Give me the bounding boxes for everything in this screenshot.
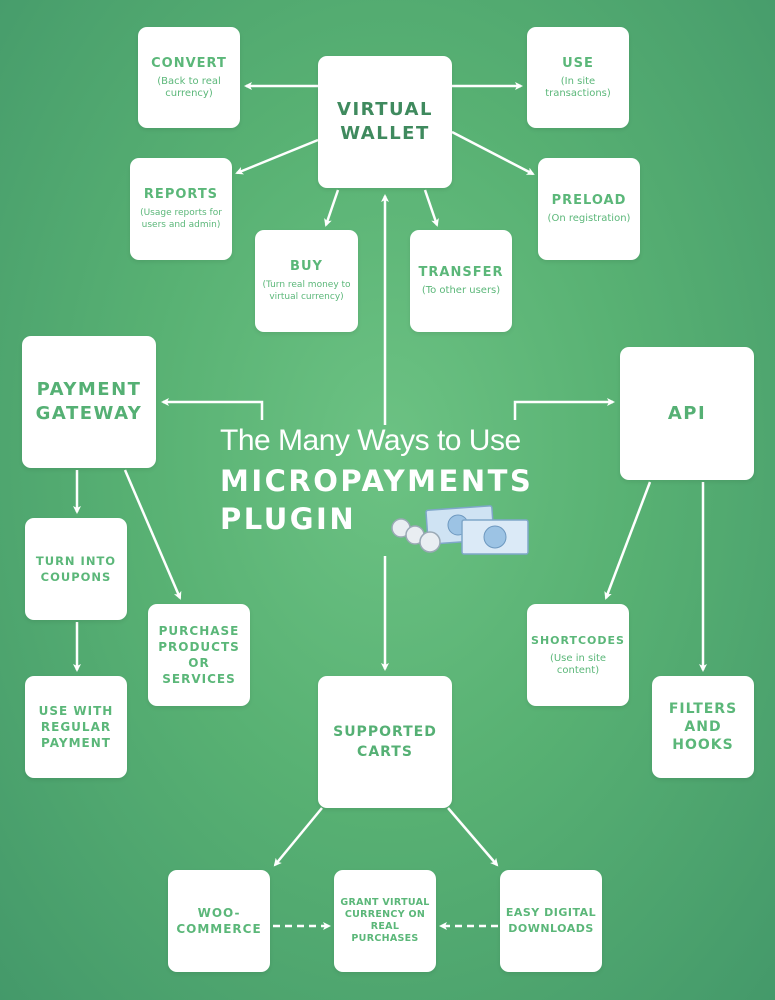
infographic-title: The Many Ways to Use MICROPAYMENTS PLUGI…: [220, 424, 533, 536]
node-title: PRELOAD: [551, 193, 627, 208]
arrow-to-purchase: [123, 469, 182, 600]
node-title: REPORTS: [143, 187, 219, 202]
node-title: PAYMENT GATEWAY: [35, 379, 143, 424]
money-illustration: [391, 505, 529, 555]
arrow-to-preload: [451, 130, 535, 176]
node-supported-carts: SUPPORTED CARTS: [318, 676, 452, 808]
node-subtitle: (Back to real currency): [157, 75, 221, 99]
node-title: USE: [562, 55, 594, 71]
node-use: USE (In site transactions): [527, 27, 629, 128]
node-buy: BUY (Turn real money to virtual currency): [255, 230, 358, 332]
node-preload: PRELOAD (On registration): [538, 158, 640, 260]
node-title: GRANT VIRTUAL CURRENCY ON REAL PURCHASES: [340, 897, 430, 944]
arrow-to-reports: [235, 138, 319, 175]
node-filters-hooks: FILTERS AND HOOKS: [652, 676, 754, 778]
node-title: WOO-COMMERCE: [176, 906, 262, 936]
node-title: CONVERT: [151, 55, 227, 71]
node-easy-digital-downloads: EASY DIGITAL DOWNLOADS: [500, 870, 602, 972]
node-regular-payment: USE WITH REGULAR PAYMENT: [25, 676, 127, 778]
node-title: BUY: [290, 259, 323, 274]
node-title: SUPPORTED CARTS: [333, 724, 437, 760]
node-title: SHORTCODES: [531, 634, 625, 647]
title-line-3: PLUGIN: [220, 502, 357, 536]
node-title: EASY DIGITAL DOWNLOADS: [505, 906, 597, 935]
arrow-to-buy: [324, 189, 340, 227]
arrow-to-shortcodes: [604, 481, 652, 600]
node-api: API: [620, 347, 754, 480]
node-shortcodes: SHORTCODES (Use in site content): [527, 604, 629, 706]
arrow-to-edd: [447, 807, 499, 867]
node-subtitle: (Use in site content): [549, 653, 607, 676]
node-grant-currency: GRANT VIRTUAL CURRENCY ON REAL PURCHASES: [334, 870, 436, 972]
title-line-2: MICROPAYMENTS: [220, 464, 534, 498]
node-subtitle: (In site transactions): [545, 75, 611, 99]
arrow-to-payment-gateway: [161, 398, 264, 420]
node-title: FILTERS AND HOOKS: [668, 701, 738, 753]
node-title: USE WITH REGULAR PAYMENT: [38, 704, 114, 750]
node-subtitle: (Usage reports for users and admin): [140, 208, 222, 230]
arrow-to-woo: [273, 807, 323, 867]
node-coupons: TURN INTO COUPONS: [25, 518, 127, 620]
node-payment-gateway: PAYMENT GATEWAY: [22, 336, 156, 468]
node-convert: CONVERT (Back to real currency): [138, 27, 240, 128]
node-subtitle: (On registration): [547, 213, 631, 224]
arrow-to-transfer: [423, 189, 439, 227]
node-title: TRANSFER: [418, 265, 504, 280]
node-title: API: [667, 402, 707, 424]
node-title: PURCHASE PRODUCTS OR SERVICES: [158, 624, 240, 686]
node-purchase: PURCHASE PRODUCTS OR SERVICES: [148, 604, 250, 706]
node-subtitle: (Turn real money to virtual currency): [262, 280, 351, 302]
node-subtitle: (To other users): [421, 285, 501, 296]
node-reports: REPORTS (Usage reports for users and admi…: [130, 158, 232, 260]
arrow-to-api: [513, 398, 615, 420]
node-transfer: TRANSFER (To other users): [410, 230, 512, 332]
node-title: VIRTUAL WALLET: [337, 99, 433, 144]
title-line-1: The Many Ways to Use: [220, 424, 521, 457]
node-title: TURN INTO COUPONS: [35, 554, 117, 584]
node-virtual-wallet: VIRTUAL WALLET: [318, 56, 452, 188]
node-woocommerce: WOO-COMMERCE: [168, 870, 270, 972]
